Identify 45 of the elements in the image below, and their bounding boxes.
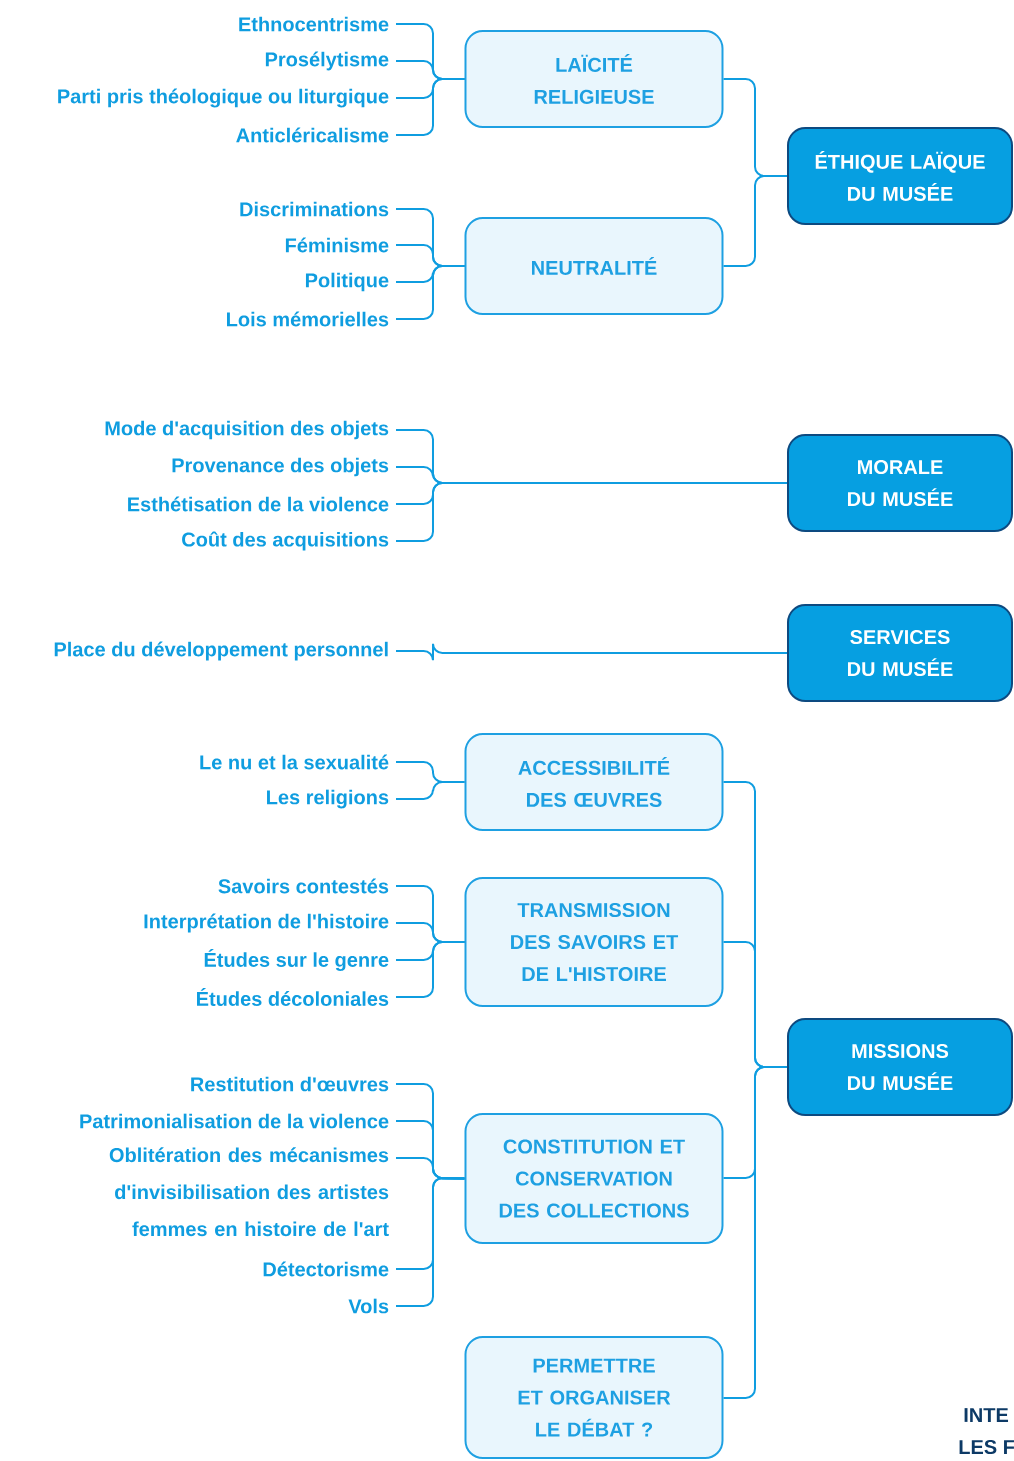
item-label: Études décoloniales [197,988,389,1006]
category-box: MORALE DU MUSÉE [787,434,1013,532]
topic-box: TRANSMISSION DES SAVOIRS ET DE L'HISTOIRE [464,877,724,1007]
connector-line [395,78,466,136]
connector-line [395,1177,466,1307]
item-label: Détectorisme [263,1261,389,1277]
connector-line [395,781,466,800]
connector-line [395,482,788,542]
topic-box: NEUTRALITÉ [464,217,724,315]
connector-line [395,265,466,320]
item-label: Interprétation de l'histoire [144,913,389,933]
item-label: Place du développement personnel [54,641,388,661]
item-label: Restitution d'œuvres [191,1076,389,1092]
connector-line [722,1066,788,1399]
item-label: Savoirs contestés [218,878,389,894]
item-label: Parti pris théologique ou liturgique [58,88,389,108]
item-label: Anticléricalisme [236,127,389,143]
topic-box: ACCESSIBILITÉ DES ŒUVRES [464,733,724,831]
item-label: Le nu et la sexualité [200,754,389,770]
item-label: Lois mémorielles [227,311,389,327]
item-label: Oblitération des mécanismes d'invisibilisation des artistes femmes en histoire de l'art [109,1147,389,1237]
item-label: Patrimonialisation de la violence [80,1113,389,1129]
category-box: MISSIONS DU MUSÉE [787,1018,1013,1116]
connector-line [395,642,788,662]
topic-box: PERMETTRE ET ORGANISER LE DÉBAT ? [464,1336,724,1459]
topic-box: LAÏCITÉ RELIGIEUSE [464,30,724,128]
cut-off-heading: INTE [964,1408,1009,1422]
item-label: Études sur le genre [204,949,389,971]
item-label: Mode d'acquisition des objets [105,420,389,440]
item-label: Les religions [267,789,389,809]
item-label: Ethnocentrisme [239,16,389,32]
category-box: SERVICES DU MUSÉE [787,604,1013,702]
item-label: Esthétisation de la violence [128,496,389,512]
item-label: Vols [348,1298,389,1314]
cut-off-heading: LES F [959,1439,1014,1455]
item-label: Discriminations [240,201,389,217]
connector-line [395,941,466,998]
item-label: Prosélytisme [265,51,389,71]
item-label: Provenance des objets [172,457,389,477]
category-box: ÉTHIQUE LAÏQUE DU MUSÉE [787,127,1013,225]
connector-line [722,175,788,267]
item-label: Féminisme [285,237,389,253]
item-label: Politique [305,272,389,292]
item-label: Coût des acquisitions [182,531,389,551]
topic-box: CONSTITUTION ET CONSERVATION DES COLLECTIONS [464,1113,724,1244]
